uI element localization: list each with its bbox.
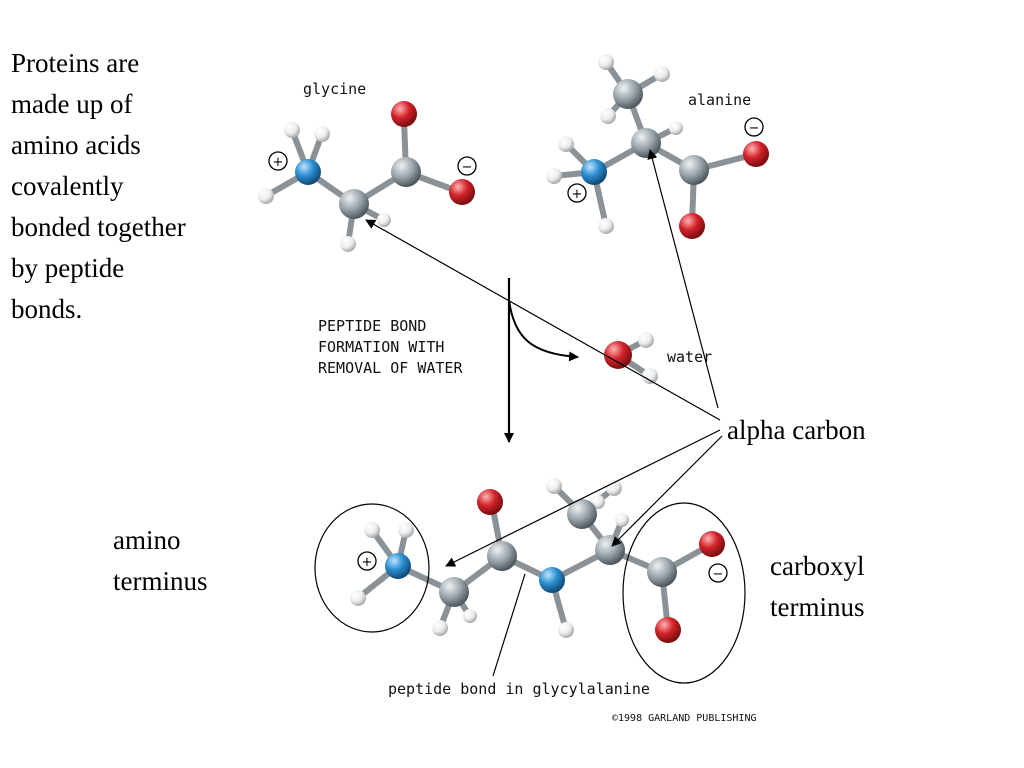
- water-release-arrow: [508, 299, 579, 362]
- reaction-label: PEPTIDE BOND FORMATION WITH REMOVAL OF W…: [318, 317, 463, 377]
- svg-text:−: −: [749, 121, 760, 136]
- svg-text:+: +: [362, 555, 373, 570]
- carboxyl-terminus-line: terminus: [770, 592, 865, 622]
- carboxyl-terminus-circle: [622, 502, 746, 684]
- intro-line: amino acids: [11, 130, 141, 160]
- alpha-carbon-pointers: [365, 149, 723, 567]
- svg-text:−: −: [462, 160, 473, 175]
- intro-text: Proteins are made up of amino acids cova…: [11, 43, 251, 330]
- alpha-carbon-arrow: [647, 149, 719, 409]
- plus-charge-icon: +: [567, 183, 587, 203]
- alpha-carbon-arrow: [611, 435, 723, 547]
- amino-terminus-label: amino terminus: [113, 520, 208, 602]
- intro-line: bonds.: [11, 294, 83, 324]
- glycylalanine-molecule: [350, 478, 725, 643]
- amino-terminus-circle: [314, 503, 430, 633]
- copyright-text: ©1998 GARLAND PUBLISHING: [612, 713, 757, 724]
- carboxyl-terminus-label: carboxyl terminus: [770, 546, 865, 628]
- plus-charge-icon: +: [268, 151, 288, 171]
- carboxyl-terminus-line: carboxyl: [770, 551, 865, 581]
- water-molecule: [604, 332, 658, 384]
- peptide-bond-pointer: [492, 573, 526, 677]
- glycine-label: glycine: [303, 80, 366, 98]
- intro-line: bonded together: [11, 212, 186, 242]
- svg-text:−: −: [713, 567, 724, 582]
- alanine-molecule: [546, 54, 769, 239]
- svg-text:+: +: [572, 187, 583, 202]
- intro-line: Proteins are: [11, 48, 140, 78]
- water-label: water: [667, 348, 712, 366]
- alpha-carbon-arrow: [445, 429, 721, 567]
- amino-terminus-line: amino: [113, 525, 181, 555]
- peptide-bond-label: peptide bond in glycylalanine: [388, 680, 650, 698]
- minus-charge-icon: −: [744, 117, 764, 137]
- svg-text:+: +: [273, 155, 284, 170]
- alpha-carbon-arrow: [365, 219, 721, 421]
- intro-line: by peptide: [11, 253, 125, 283]
- intro-line: covalently: [11, 171, 124, 201]
- intro-line: made up of: [11, 89, 133, 119]
- glycine-molecule: [258, 101, 475, 252]
- minus-charge-icon: −: [457, 156, 477, 176]
- minus-charge-icon: −: [708, 563, 728, 583]
- plus-charge-icon: +: [357, 551, 377, 571]
- alpha-carbon-label: alpha carbon: [727, 415, 866, 445]
- amino-terminus-line: terminus: [113, 566, 208, 596]
- alanine-label: alanine: [688, 91, 751, 109]
